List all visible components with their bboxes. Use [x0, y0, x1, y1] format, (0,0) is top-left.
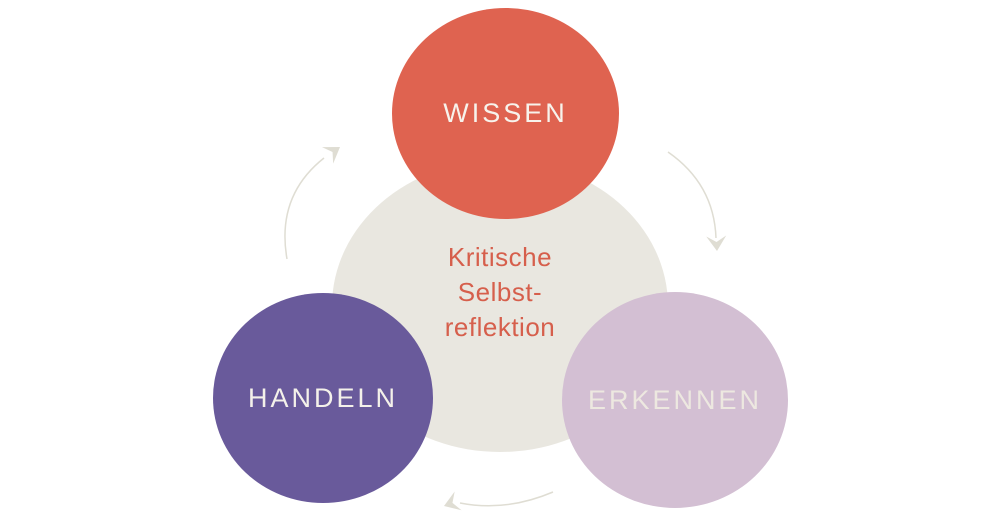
node-erkennen-label: ERKENNEN — [587, 384, 763, 415]
wissen-to-erkennen-arrow-icon — [667, 151, 727, 251]
center-label-line-2: Selbst- — [457, 277, 543, 307]
center-label-line-3: reflektion — [444, 312, 556, 342]
node-erkennen: ERKENNEN — [562, 292, 788, 508]
node-handeln: HANDELN — [213, 293, 433, 503]
node-handeln-label: HANDELN — [247, 382, 399, 413]
erkennen-to-handeln-arrow-icon — [444, 491, 554, 511]
node-wissen: WISSEN — [392, 8, 619, 219]
node-wissen-label: WISSEN — [443, 98, 568, 128]
center-label: Kritische Selbst- reflektion — [332, 240, 668, 345]
center-label-line-1: Kritische — [447, 242, 553, 272]
